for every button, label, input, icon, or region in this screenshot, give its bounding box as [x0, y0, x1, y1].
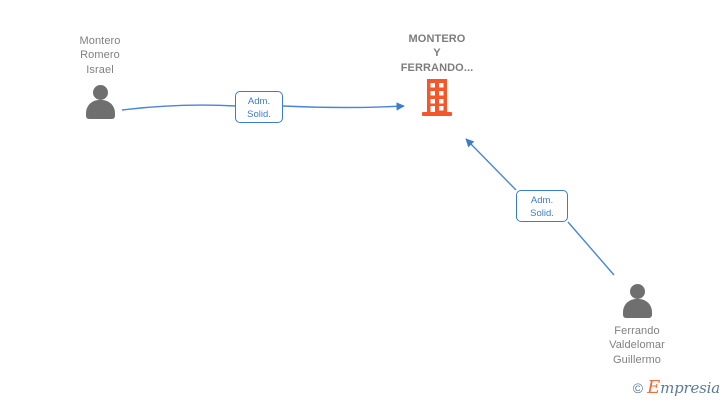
- empresia-logo-rest: mpresia: [660, 379, 720, 397]
- node-person-montero-romero-israel[interactable]: Montero Romero Israel: [35, 34, 165, 119]
- edge-label-line-1: Adm.: [530, 195, 554, 206]
- edge-label-guillermo-to-company[interactable]: Adm. Solid.: [516, 190, 568, 222]
- edge-label-line-2: Solid.: [530, 208, 554, 219]
- edge-label-line-2: Solid.: [247, 109, 271, 120]
- edge-guillermo-to-company[interactable]: [465, 138, 615, 276]
- node-label-montero-romero-israel: Montero Romero Israel: [79, 35, 121, 76]
- person-icon: [80, 84, 120, 119]
- person-head: [629, 284, 645, 299]
- edge-label-israel-to-company[interactable]: Adm. Solid.: [235, 91, 283, 123]
- node-company-montero-y-ferrando[interactable]: MONTERO Y FERRANDO...: [372, 32, 502, 117]
- person-icon: [617, 284, 657, 318]
- node-label-ferrando-valdelomar-guillermo: Ferrando Valdelomar Guillermo: [609, 325, 665, 366]
- empresia-logo: Empresia: [647, 377, 720, 398]
- person-head: [92, 84, 108, 100]
- empresia-watermark: © Empresia: [632, 377, 720, 398]
- edge-israel-to-company[interactable]: [121, 102, 405, 111]
- person-body: [622, 299, 652, 318]
- edge-label-line-1: Adm.: [247, 96, 271, 107]
- copyright-icon: ©: [632, 380, 644, 396]
- person-body: [85, 99, 115, 119]
- node-person-ferrando-valdelomar-guillermo[interactable]: Ferrando Valdelomar Guillermo: [572, 284, 702, 367]
- node-label-company: MONTERO Y FERRANDO...: [400, 33, 474, 74]
- empresia-logo-initial: E: [647, 377, 661, 398]
- building-icon: [417, 78, 457, 117]
